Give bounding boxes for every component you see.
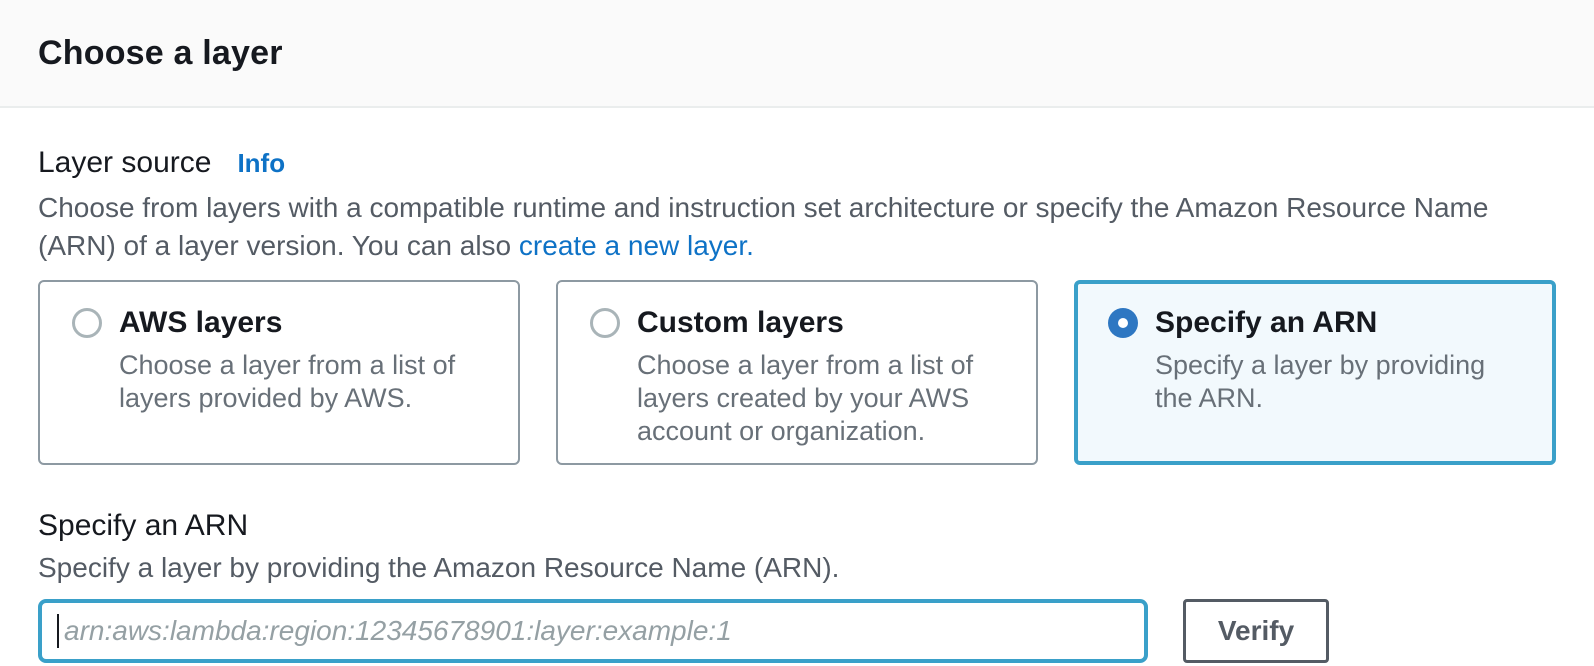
option-card-head: Custom layers	[590, 306, 1016, 340]
option-card-head: AWS layers	[72, 306, 498, 340]
option-card-specify-an-arn[interactable]: Specify an ARN Specify a layer by provid…	[1074, 280, 1556, 465]
option-title: AWS layers	[119, 306, 283, 339]
radio-unselected-icon[interactable]	[590, 308, 620, 338]
arn-input-row: Verify	[38, 599, 1556, 663]
panel-header: Choose a layer	[0, 0, 1594, 108]
radio-unselected-icon[interactable]	[72, 308, 102, 338]
info-link[interactable]: Info	[237, 148, 286, 178]
option-description: Choose a layer from a list of layers pro…	[119, 350, 456, 413]
option-card-head: Specify an ARN	[1108, 306, 1534, 340]
option-title: Specify an ARN	[1155, 306, 1378, 339]
verify-button[interactable]: Verify	[1183, 599, 1329, 663]
option-title: Custom layers	[637, 306, 844, 339]
specify-arn-heading: Specify an ARN	[38, 509, 249, 542]
arn-input[interactable]	[38, 599, 1148, 663]
arn-input-wrapper	[38, 599, 1148, 663]
layer-source-options: AWS layers Choose a layer from a list of…	[38, 280, 1556, 465]
option-description: Specify a layer by providing the ARN.	[1155, 350, 1486, 413]
create-new-layer-link[interactable]: create a new layer.	[518, 230, 754, 261]
layer-source-description: Choose from layers with a compatible run…	[38, 189, 1518, 265]
layer-source-label: Layer source	[38, 146, 212, 179]
specify-arn-description: Specify a layer by providing the Amazon …	[38, 552, 840, 583]
text-caret	[57, 614, 59, 648]
page-title: Choose a layer	[38, 33, 283, 72]
option-card-custom-layers[interactable]: Custom layers Choose a layer from a list…	[556, 280, 1038, 465]
layer-source-description-text: Choose from layers with a compatible run…	[38, 192, 1489, 261]
option-description: Choose a layer from a list of layers cre…	[637, 350, 974, 446]
radio-selected-icon[interactable]	[1108, 308, 1138, 338]
layer-source-label-row: Layer source Info	[38, 146, 1556, 180]
panel-body: Layer source Info Choose from layers wit…	[0, 146, 1594, 663]
option-card-aws-layers[interactable]: AWS layers Choose a layer from a list of…	[38, 280, 520, 465]
